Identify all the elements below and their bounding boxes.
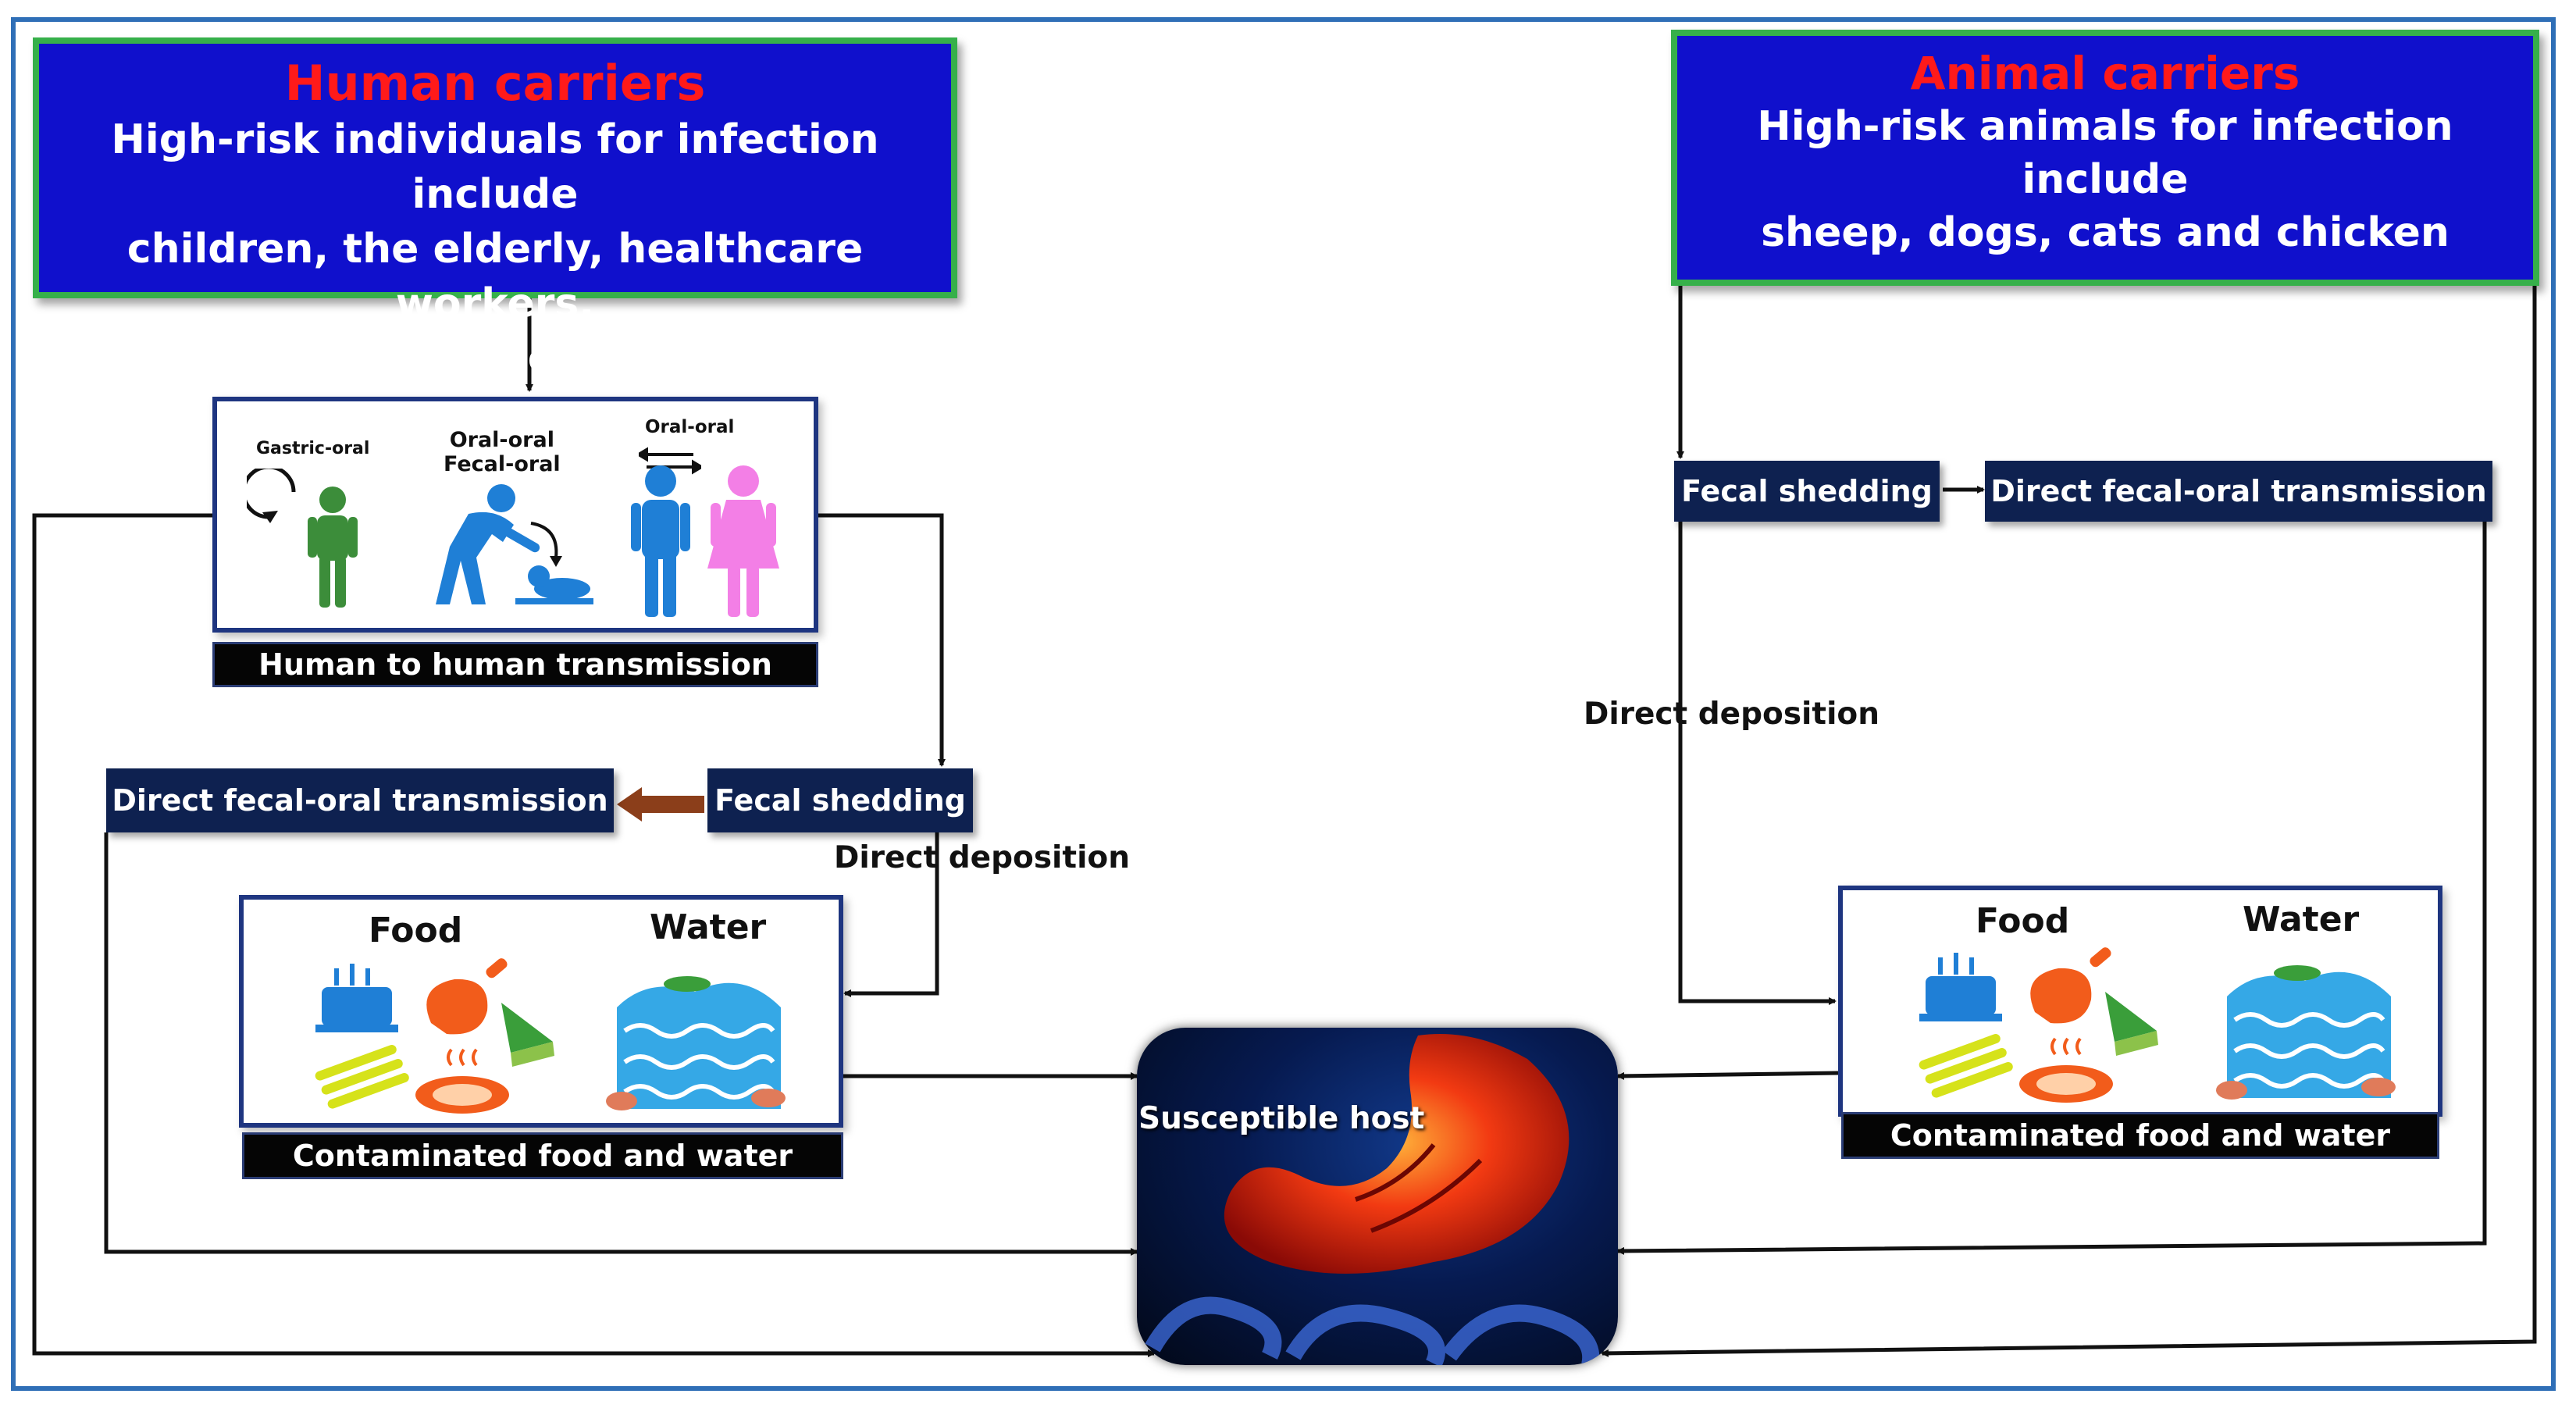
arrow-food-right-to-host (1616, 1071, 1839, 1080)
water-icon (2216, 965, 2396, 1100)
direct-deposition-left-label: Direct deposition (834, 840, 1130, 875)
human-transmission-panel: Gastric-oral Oral-oral Fecal-oral Oral-o… (212, 397, 818, 633)
host-label: Susceptible host (1138, 1101, 1425, 1136)
direct-fecal-oral-right: Direct fecal-oral transmission (1985, 461, 2492, 522)
arrow-fecal-oral-right-to-host (1616, 522, 2487, 1255)
fecal-shedding-left: Fecal shedding (707, 768, 973, 832)
food-label-right: Food (1976, 901, 2070, 941)
arrow-deposition-right (1678, 522, 1837, 1005)
food-water-panel-left: Food Water (239, 895, 843, 1128)
person-cycle-icon (247, 469, 358, 608)
arrow-outer-right-to-host (1601, 283, 2537, 1357)
animal-carriers-title: Animal carriers (1910, 47, 2300, 100)
water-label-right: Water (2243, 900, 2360, 939)
human-transmission-caption: Human to human transmission (212, 642, 818, 687)
arrow-fecal-oral-left-to-host (104, 832, 1138, 1256)
food-water-panel-right: Food Water (1838, 886, 2442, 1117)
animal-carriers-box: Animal carriers High-risk animals for in… (1671, 30, 2539, 286)
water-icon (606, 976, 786, 1110)
arrow-outer-left-to-host (32, 513, 1156, 1357)
gastric-oral-label: Gastric-oral (256, 439, 370, 458)
exchange-arrows-icon (639, 447, 701, 475)
arrow-deposition-left (843, 832, 939, 997)
food-label-left: Food (369, 911, 463, 950)
fecal-shedding-right: Fecal shedding (1674, 461, 1940, 522)
animal-carriers-description: High-risk animals for infection include … (1757, 103, 2453, 256)
human-carriers-description: High-risk individuals for infection incl… (104, 116, 886, 382)
food-water-caption-left: Contaminated food and water (242, 1132, 843, 1179)
brown-arrow (617, 787, 704, 822)
susceptible-host: Susceptible host (1137, 1028, 1618, 1365)
water-label-left: Water (650, 907, 767, 947)
human-carriers-box: Human carriers High-risk individuals for… (33, 37, 957, 382)
food-water-caption-right: Contaminated food and water (1841, 1112, 2439, 1159)
caregiver-child-icon (436, 484, 593, 604)
arrow-transmission-to-shedding (817, 513, 946, 767)
diagram-frame (11, 17, 2556, 1391)
oral-oral-label: Oral-oral (645, 417, 735, 437)
stomach-icon (1145, 1034, 1600, 1365)
food-icons (1919, 947, 2158, 1103)
human-carriers-title: Human carriers (284, 55, 706, 112)
oral-fecal-label: Oral-oral Fecal-oral (444, 428, 561, 477)
direct-fecal-oral-left: Direct fecal-oral transmission (106, 768, 614, 832)
direct-deposition-right-label: Direct deposition (1584, 697, 1879, 732)
food-icons (315, 958, 554, 1114)
man-woman-icon (631, 465, 779, 617)
